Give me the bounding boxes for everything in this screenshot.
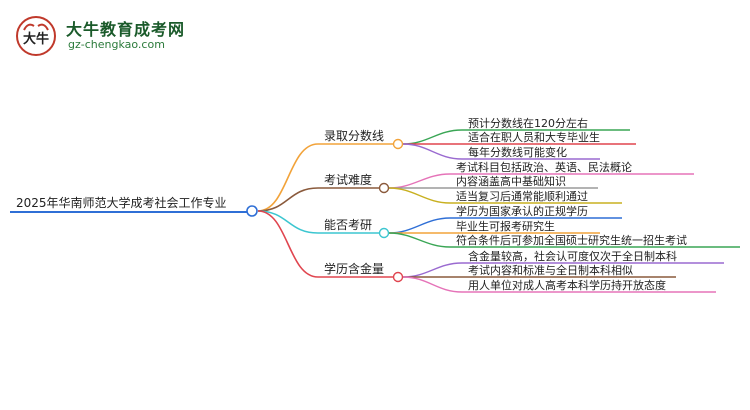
leaf-label: 每年分数线可能变化	[468, 145, 567, 159]
leaf-label: 考试内容和标准与全日制本科相似	[468, 263, 633, 277]
leaf-label: 适合在职人员和大专毕业生	[468, 130, 600, 144]
leaf-label: 学历为国家承认的正规学历	[456, 204, 588, 218]
branch-node[interactable]	[378, 227, 390, 239]
branch-label: 考试难度	[324, 172, 372, 187]
leaf-connector	[402, 262, 463, 278]
leaf-label: 用人单位对成人高考本科学历持开放态度	[468, 278, 666, 292]
branch-label: 能否考研	[324, 218, 372, 232]
leaf-connector	[388, 173, 451, 189]
site-logo[interactable]: 大牛 大牛教育成考网 gz-chengkao.com	[14, 14, 194, 58]
leaf-label: 考试科目包括政治、英语、民法概论	[456, 160, 632, 174]
leaf-connector	[402, 276, 463, 293]
leaf-label: 预计分数线在120分左右	[468, 116, 588, 130]
svg-text:大牛: 大牛	[23, 31, 49, 47]
branch-connector	[257, 187, 319, 212]
branch-node[interactable]	[392, 271, 404, 283]
leaf-connector	[388, 187, 451, 204]
leaf-label: 符合条件后可参加全国硕士研究生统一招生考试	[456, 233, 687, 247]
branch-node[interactable]	[378, 182, 390, 194]
leaf-label: 内容涵盖高中基础知识	[456, 174, 566, 188]
leaf-label: 毕业生可报考研究生	[456, 219, 555, 233]
leaf-connector	[402, 129, 463, 145]
branch-connector	[257, 143, 319, 212]
leaf-connector	[402, 143, 463, 160]
bull-logo-icon: 大牛	[16, 16, 56, 56]
root-topic: 2025年华南师范大学成考社会工作专业	[16, 195, 227, 210]
logo-url: gz-chengkao.com	[68, 38, 165, 51]
logo-title: 大牛教育成考网	[66, 20, 186, 39]
branch-connector	[257, 210, 319, 234]
leaf-connector	[388, 232, 451, 248]
leaf-connector	[388, 217, 451, 234]
branch-node[interactable]	[392, 138, 404, 150]
branch-connector	[257, 210, 319, 278]
root-node[interactable]	[246, 205, 258, 217]
branch-label: 学历含金量	[324, 261, 384, 276]
leaf-label: 含金量较高，社会认可度仅次于全日制本科	[468, 249, 677, 263]
branch-label: 录取分数线	[324, 128, 384, 143]
leaf-label: 适当复习后通常能顺利通过	[456, 189, 588, 203]
